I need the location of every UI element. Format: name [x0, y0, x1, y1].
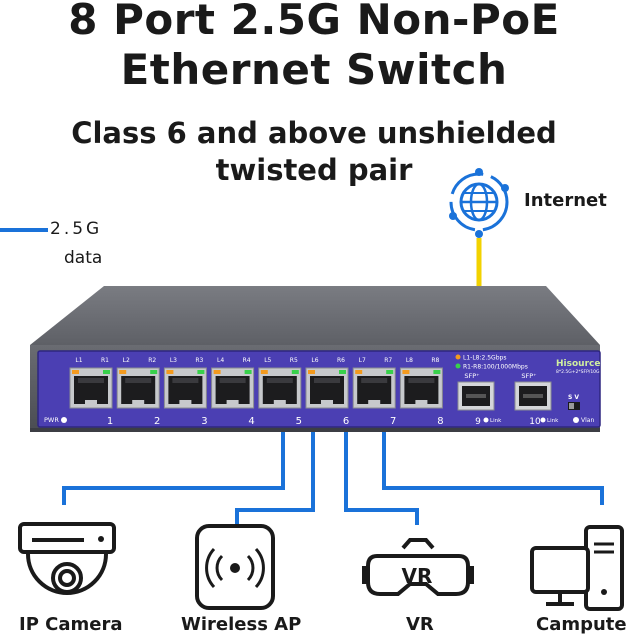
port-left-led-label: L2: [123, 357, 130, 364]
speed-unit: data: [64, 248, 103, 268]
port-left-led-label: L4: [217, 357, 224, 364]
rj45-port-1[interactable]: L1 R1 1: [69, 357, 113, 427]
port-led-orange: [166, 370, 174, 374]
port-led-orange: [402, 370, 410, 374]
port-led-orange: [72, 370, 79, 374]
internet-globe-icon: [449, 168, 509, 238]
sfp-port-10[interactable]: SFP⁺ 10 Link: [514, 372, 559, 427]
subtitle-line-1: Class 6 and above unshielded: [71, 116, 557, 150]
switch-top-face: [30, 286, 600, 345]
port-number: 2: [154, 416, 160, 427]
sfp-port-number: 10: [529, 417, 541, 427]
port-led-green: [339, 370, 346, 374]
page-title-line-2: Ethernet Switch: [120, 45, 508, 94]
legend-l: L1-L8:2.5Gbps: [463, 355, 506, 362]
vr-headset-icon: [362, 538, 474, 596]
port-left-led-label: L6: [311, 357, 318, 364]
port-number: 8: [437, 416, 443, 427]
link-led: [540, 417, 546, 423]
port-led-green: [291, 370, 299, 374]
ip-camera-icon: [18, 522, 116, 595]
port-led-green: [433, 370, 441, 374]
port-right-led-label: R4: [243, 357, 251, 364]
link-wireless-ap: [235, 432, 315, 525]
rj45-port-3[interactable]: L3 R3 3: [163, 357, 208, 427]
port-right-led-label: R2: [148, 357, 156, 364]
port-left-led-label: L7: [359, 357, 366, 364]
pwr-led: [61, 417, 67, 423]
rj45-port-5[interactable]: L5 R5 5: [258, 357, 302, 427]
port-left-led-label: L5: [264, 357, 271, 364]
port-number: 3: [201, 416, 207, 427]
model-text: 8*2.5G+2*SFP/10G: [556, 369, 600, 375]
page-title-line-1: 8 Port 2.5G Non-PoE: [68, 0, 560, 44]
port-led-orange: [260, 370, 268, 374]
sfp-label: SFP⁺: [521, 372, 536, 380]
port-number: 1: [107, 416, 113, 427]
link-label: Link: [547, 418, 559, 424]
brand-logo: Hisource: [556, 359, 600, 369]
sfp-label: SFP⁺: [464, 372, 479, 380]
port-number: 7: [390, 416, 396, 427]
port-left-led-label: L3: [170, 357, 177, 364]
link-led: [483, 417, 489, 423]
port-led-orange: [355, 370, 363, 374]
internet-label: Internet: [524, 190, 607, 211]
device-label-ip-camera: IP Camera: [19, 614, 123, 635]
sfp-port-number: 9: [475, 417, 481, 427]
port-left-led-label: L8: [406, 357, 413, 364]
sfp-port-9[interactable]: SFP⁺ 9 Link: [457, 372, 502, 427]
port-right-led-label: R1: [101, 357, 109, 364]
port-right-led-label: R3: [195, 357, 203, 364]
link-computer: [382, 432, 604, 505]
port-led-green: [244, 370, 252, 374]
port-led-green: [150, 370, 158, 374]
rj45-port-6[interactable]: L6 R6 6: [305, 357, 349, 427]
port-led-green: [103, 370, 110, 374]
vlan-label: Vlan: [581, 417, 594, 424]
rj45-port-2[interactable]: L2 R2 2: [116, 357, 160, 427]
device-links: [62, 432, 604, 525]
port-led-orange: [119, 370, 127, 374]
port-led-orange: [308, 370, 315, 374]
port-right-led-label: R6: [337, 357, 345, 364]
port-led-orange: [213, 370, 221, 374]
port-right-led-label: R7: [384, 357, 392, 364]
sv-label: S V: [568, 394, 579, 401]
port-led-green: [197, 370, 205, 374]
rj45-port-7[interactable]: L7 R7 7: [352, 357, 396, 427]
rj45-port-8[interactable]: L8 R8 8: [399, 357, 444, 427]
legend-r: R1-R8:100/1000Mbps: [463, 364, 528, 371]
device-label-vr: VR: [406, 614, 434, 635]
speed-label: 2.5G: [50, 219, 103, 239]
device-label-wireless-ap: Wireless AP: [181, 614, 302, 635]
port-right-led-label: R5: [290, 357, 298, 364]
port-number: 6: [343, 416, 349, 427]
port-left-led-label: L1: [75, 357, 82, 364]
wireless-ap-icon: [195, 524, 275, 610]
port-number: 4: [248, 416, 254, 427]
link-ip-camera: [62, 432, 285, 505]
link-label: Link: [490, 418, 502, 424]
pwr-label: PWR: [44, 416, 59, 424]
vr-icon-text: VR: [402, 564, 433, 588]
link-vr: [344, 432, 419, 525]
port-number: 5: [296, 416, 302, 427]
computer-icon: [530, 525, 624, 611]
rj45-port-4[interactable]: L4 R4 4: [211, 357, 255, 427]
device-label-computer: Camputer: [536, 614, 628, 635]
subtitle-line-2: twisted pair: [215, 153, 413, 187]
port-right-led-label: R8: [431, 357, 439, 364]
port-led-green: [386, 370, 394, 374]
